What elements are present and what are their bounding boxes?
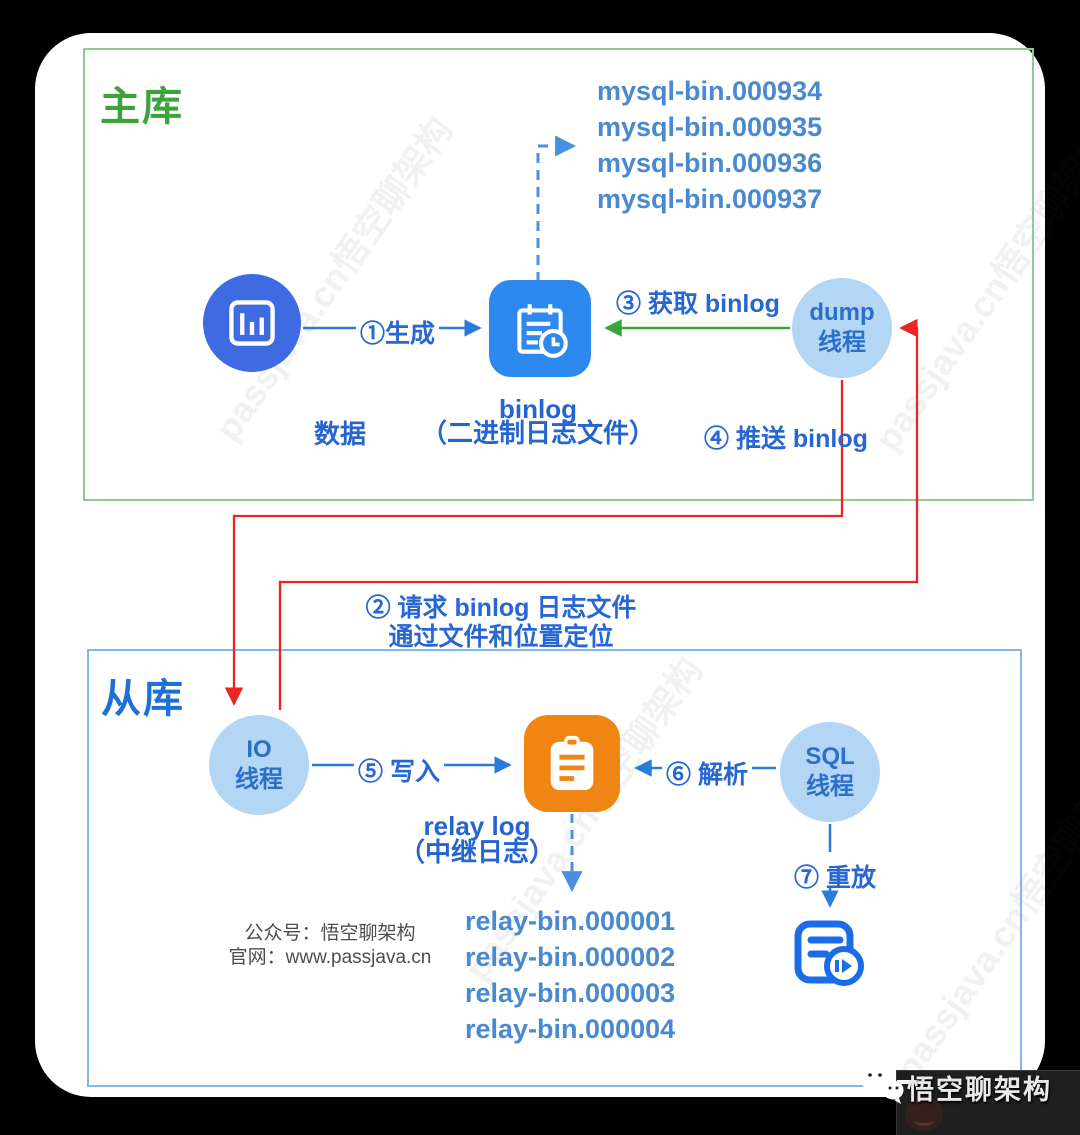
execute-log-icon [794, 920, 864, 986]
master-title: 主库 [100, 85, 184, 129]
step-replay-label: ⑦ 重放 [794, 864, 876, 892]
clipboard-icon [550, 735, 594, 790]
white-card [35, 33, 1045, 1097]
footer-site: 官网：www.passjava.cn [228, 947, 432, 968]
relay-file-list: relay-bin.000001 relay-bin.000002 relay-… [465, 903, 675, 1047]
io-thread-line2: 线程 [235, 766, 283, 793]
step-parse-label: ⑥ 解析 [662, 755, 752, 791]
sql-thread-line2: 线程 [806, 773, 854, 800]
arrow-binlog-files [536, 135, 577, 282]
replay-node [792, 918, 866, 988]
relay-log-node [524, 715, 620, 812]
binlog-sublabel: （二进制日志文件） [420, 418, 655, 448]
step-write-label: ⑤ 写入 [354, 752, 444, 788]
footer-note: 公众号：悟空聊架构 官网：www.passjava.cn [170, 922, 490, 970]
request-label-line2: 通过文件和位置定位 [388, 623, 614, 651]
binlog-file: mysql-bin.000934 [597, 76, 823, 106]
binlog-label-block: binlog （二进制日志文件） [413, 394, 663, 448]
binlog-label: binlog [499, 394, 577, 424]
data-node [203, 274, 301, 372]
binlog-file: mysql-bin.000936 [597, 148, 823, 178]
request-label-block: ② 请求 binlog 日志文件 通过文件和位置定位 [347, 594, 655, 652]
binlog-log-icon [517, 303, 568, 358]
binlog-node [489, 280, 591, 377]
dump-thread-line1: dump [809, 299, 875, 326]
io-thread-line1: IO [246, 736, 272, 763]
request-label-line1: ② 请求 binlog 日志文件 [365, 594, 637, 622]
step-generate-label: ①生成 [356, 314, 440, 350]
wechat-icon [857, 1062, 905, 1111]
monkey-logo [905, 1097, 943, 1131]
dump-thread-line2: 线程 [818, 329, 866, 356]
step-fetch-label: ③ 获取 binlog [616, 290, 780, 318]
slave-section-box [87, 649, 1022, 1087]
relay-file: relay-bin.000002 [465, 942, 676, 972]
io-thread-node: IO 线程 [209, 715, 309, 815]
data-label: 数据 [313, 419, 366, 449]
binlog-file: mysql-bin.000937 [597, 184, 823, 214]
arrow-request-binlog [278, 318, 919, 710]
slave-title: 从库 [101, 677, 185, 721]
brand-dash [897, 1080, 923, 1084]
relay-log-sublabel: （中继日志） [398, 837, 555, 867]
arrow-push-binlog [224, 380, 844, 706]
sql-thread-node: SQL 线程 [780, 722, 880, 822]
dump-thread-node: dump 线程 [792, 278, 892, 378]
relay-log-label: relay log [423, 811, 531, 841]
brand-logo-text: 悟空聊架构 [907, 1075, 1052, 1105]
binlog-file: mysql-bin.000935 [597, 112, 823, 142]
relay-log-label-block: relay log （中继日志） [352, 813, 602, 865]
master-section-box [83, 48, 1034, 501]
step-push-label: ④ 推送 binlog [704, 425, 868, 453]
sql-thread-line1: SQL [805, 743, 855, 770]
relay-file: relay-bin.000001 [465, 906, 676, 936]
footer-account: 公众号：悟空聊架构 [244, 923, 416, 944]
binlog-file-list: mysql-bin.000934 mysql-bin.000935 mysql-… [597, 73, 822, 217]
relay-file: relay-bin.000003 [465, 978, 676, 1008]
relay-file: relay-bin.000004 [465, 1014, 676, 1044]
bar-chart-icon [229, 300, 275, 346]
